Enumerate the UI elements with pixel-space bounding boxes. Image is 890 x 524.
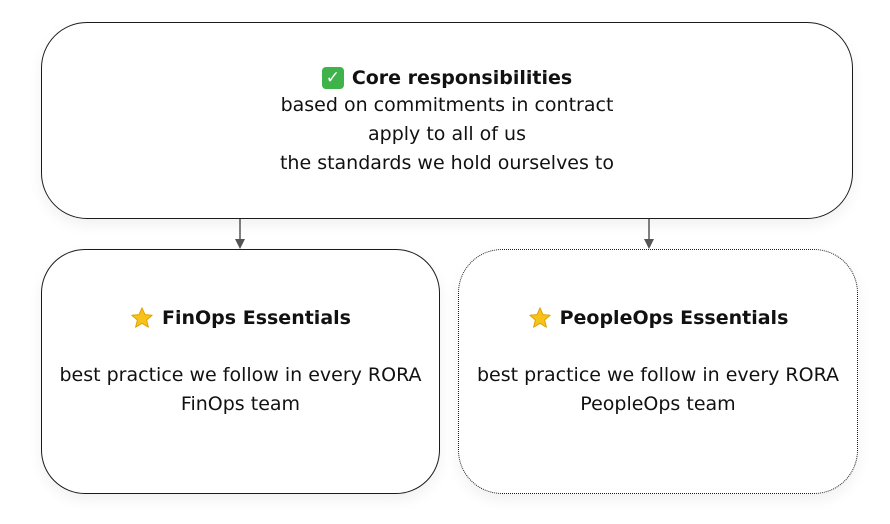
finops-line-2: FinOps team xyxy=(180,393,301,415)
arrow-to-peopleops xyxy=(644,219,654,249)
core-line-2: apply to all of us xyxy=(368,123,526,145)
star-icon xyxy=(528,307,551,328)
finops-title-row: FinOps Essentials xyxy=(130,305,351,331)
finops-essentials-node: FinOps Essentials best practice we follo… xyxy=(41,249,440,494)
finops-title: FinOps Essentials xyxy=(162,307,351,329)
peopleops-title-row: PeopleOps Essentials xyxy=(528,305,789,331)
peopleops-title: PeopleOps Essentials xyxy=(559,307,789,329)
finops-description: best practice we follow in every RORA Fi… xyxy=(59,361,421,419)
core-responsibilities-node: ✓ Core responsibilities based on commitm… xyxy=(41,22,853,219)
peopleops-essentials-node: PeopleOps Essentials best practice we fo… xyxy=(458,249,858,494)
peopleops-line-2: PeopleOps team xyxy=(580,393,736,415)
core-responsibilities-title: Core responsibilities xyxy=(351,67,573,89)
peopleops-description: best practice we follow in every RORA Pe… xyxy=(477,361,839,419)
core-line-3: the standards we hold ourselves to xyxy=(279,152,615,174)
finops-line-1: best practice we follow in every RORA xyxy=(59,364,422,386)
core-responsibilities-title-row: ✓ Core responsibilities xyxy=(321,65,573,91)
core-line-1: based on commitments in contract xyxy=(280,94,614,116)
arrow-to-finops xyxy=(235,219,245,249)
peopleops-line-1: best practice we follow in every RORA xyxy=(476,364,839,386)
star-icon xyxy=(131,307,153,328)
check-mark-icon: ✓ xyxy=(321,67,344,89)
